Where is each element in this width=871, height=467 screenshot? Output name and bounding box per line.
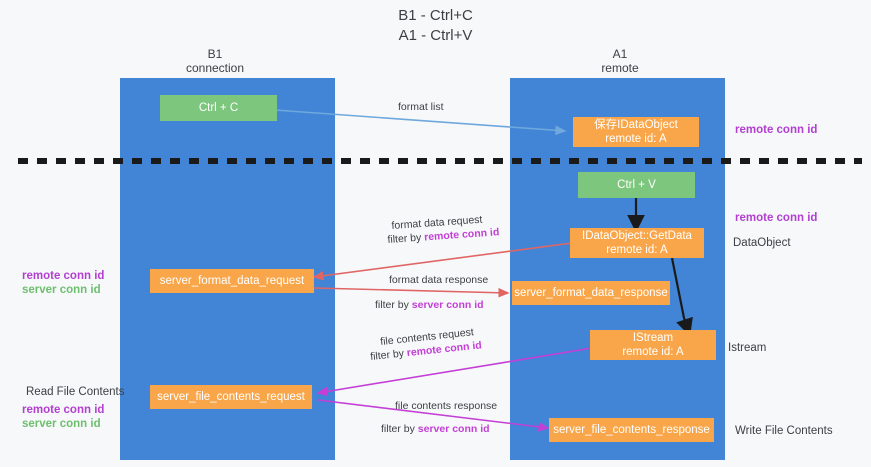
left-label-server-conn-id-bottom: server conn id [22, 418, 101, 430]
right-label-remote-conn-id-mid: remote conn id [735, 212, 818, 224]
edge-label-file-contents-response-filter: filter by server conn id [381, 423, 490, 436]
node-server-format-data-request[interactable]: server_format_data_request [150, 269, 314, 293]
node-idataobject-getdata[interactable]: IDataObject::GetData remote id: A [570, 228, 704, 258]
filter-server-conn-id: server conn id [417, 423, 490, 435]
left-label-remote-conn-id-bottom: remote conn id [22, 404, 105, 416]
edge-label-format-data-response-filter: filter by server conn id [375, 299, 484, 312]
filter-prefix: filter by [387, 231, 425, 247]
edge-label-format-data-response: format data response [389, 274, 489, 286]
edge-label-file-contents-response: file contents response [395, 400, 498, 412]
node-save-idataobject[interactable]: 保存IDataObject remote id: A [573, 117, 699, 147]
node-server-format-data-response[interactable]: server_format_data_response [512, 281, 670, 305]
left-label-server-conn-id-mid: server conn id [22, 284, 101, 296]
right-label-istream: Istream [728, 342, 767, 354]
right-label-write-file-contents: Write File Contents [735, 425, 833, 437]
node-ctrl-v[interactable]: Ctrl + V [578, 172, 695, 198]
page-title: B1 - Ctrl+C A1 - Ctrl+V [398, 7, 473, 44]
node-server-file-contents-request[interactable]: server_file_contents_request [150, 385, 312, 409]
right-label-remote-conn-id-top: remote conn id [735, 124, 818, 136]
filter-server-conn-id: server conn id [411, 299, 484, 311]
filter-prefix: filter by [381, 423, 418, 435]
node-istream[interactable]: IStream remote id: A [590, 330, 716, 360]
arrow-format-data-response [313, 287, 510, 298]
node-ctrl-c[interactable]: Ctrl + C [160, 95, 277, 121]
left-label-read-file-contents: Read File Contents [26, 386, 125, 398]
left-label-remote-conn-id-mid: remote conn id [22, 270, 105, 282]
filter-prefix: filter by [375, 299, 412, 311]
right-label-dataobject: DataObject [733, 237, 791, 249]
column-header-b1: B1 connection [185, 47, 245, 75]
filter-prefix: filter by [369, 347, 408, 364]
edge-label-format-list: format list [398, 101, 444, 113]
column-header-a1: A1 remote [601, 47, 639, 75]
node-server-file-contents-response[interactable]: server_file_contents_response [549, 418, 714, 442]
